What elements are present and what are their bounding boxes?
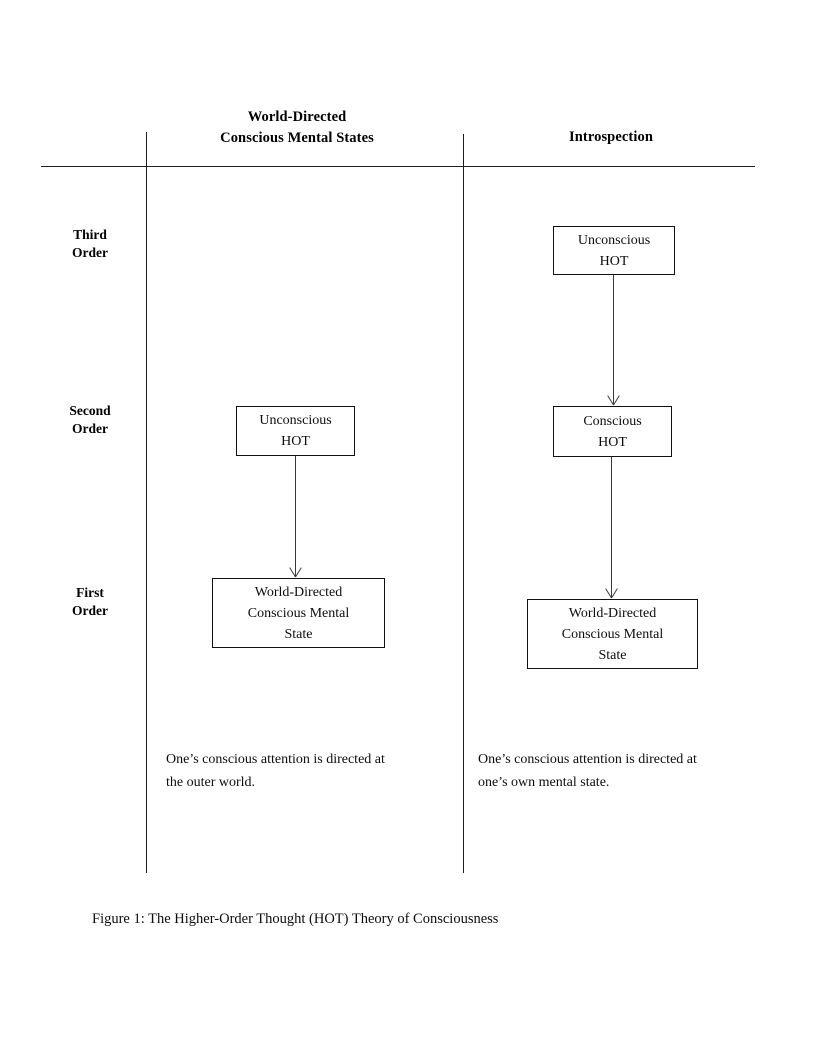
column-header-left-line2: Conscious Mental States [220, 130, 374, 146]
node-line-1: World-Directed [568, 605, 657, 621]
node-box-right-world-directed-state: World-Directed Conscious Mental State [527, 599, 698, 669]
column-header-world-directed: World-Directed Conscious Mental States [166, 107, 428, 149]
node-line-1: Unconscious [577, 232, 651, 248]
arrow-shaft [295, 456, 296, 576]
row-label-second-line2: Order [72, 421, 108, 436]
node-line-1: World-Directed [254, 584, 343, 600]
node-box-right-conscious-hot: Conscious HOT [553, 406, 672, 457]
column-note-left-line1: One’s conscious attention is directed at [166, 752, 385, 767]
node-line-2: Conscious Mental [247, 605, 350, 621]
column-note-right-line1: One’s conscious attention is directed at [478, 752, 697, 767]
node-line-3: State [598, 647, 627, 663]
vertical-divider-left [146, 132, 147, 873]
arrow-down-icon-left-second-to-first [289, 456, 303, 576]
arrow-head [608, 395, 619, 405]
row-label-first-line2: Order [72, 603, 108, 618]
column-note-left-line2: the outer world. [166, 775, 256, 790]
arrow-head [290, 567, 301, 577]
row-label-third-order: Third Order [42, 226, 138, 262]
row-label-third-line2: Order [72, 245, 108, 260]
column-header-left-line1: World-Directed [247, 109, 347, 125]
node-line-2: HOT [281, 434, 310, 449]
arrow-shaft [613, 275, 614, 404]
node-line-2: HOT [598, 434, 627, 450]
node-line-1: Conscious [583, 413, 642, 429]
row-label-first-order: First Order [42, 584, 138, 620]
node-line-2: HOT [599, 253, 629, 269]
row-label-second-line1: Second [69, 403, 111, 418]
column-note-left: One’s conscious attention is directed at… [166, 748, 451, 794]
column-header-right-line1: Introspection [568, 129, 653, 145]
column-header-introspection: Introspection [498, 127, 724, 148]
node-line-3: State [284, 626, 313, 642]
node-box-left-unconscious-hot: Unconscious HOT [236, 406, 355, 456]
node-box-left-world-directed-state: World-Directed Conscious Mental State [212, 578, 385, 648]
arrow-down-icon-right-second-to-first [605, 457, 619, 597]
node-box-right-unconscious-hot: Unconscious HOT [553, 226, 675, 275]
row-label-third-line1: Third [73, 227, 107, 242]
column-note-right: One’s conscious attention is directed at… [478, 748, 763, 794]
node-line-2: Conscious Mental [561, 626, 664, 642]
row-label-first-line1: First [76, 585, 104, 600]
figure-caption: Figure 1: The Higher-Order Thought (HOT)… [92, 911, 499, 927]
column-note-right-line2: one’s own mental state. [478, 775, 610, 790]
vertical-divider-middle [463, 134, 464, 873]
arrow-down-icon-right-third-to-second [607, 275, 621, 404]
row-label-second-order: Second Order [42, 402, 138, 438]
arrow-shaft [611, 457, 612, 597]
arrow-head [606, 588, 617, 598]
horizontal-rule [41, 166, 755, 167]
node-line-1: Unconscious [259, 413, 332, 428]
